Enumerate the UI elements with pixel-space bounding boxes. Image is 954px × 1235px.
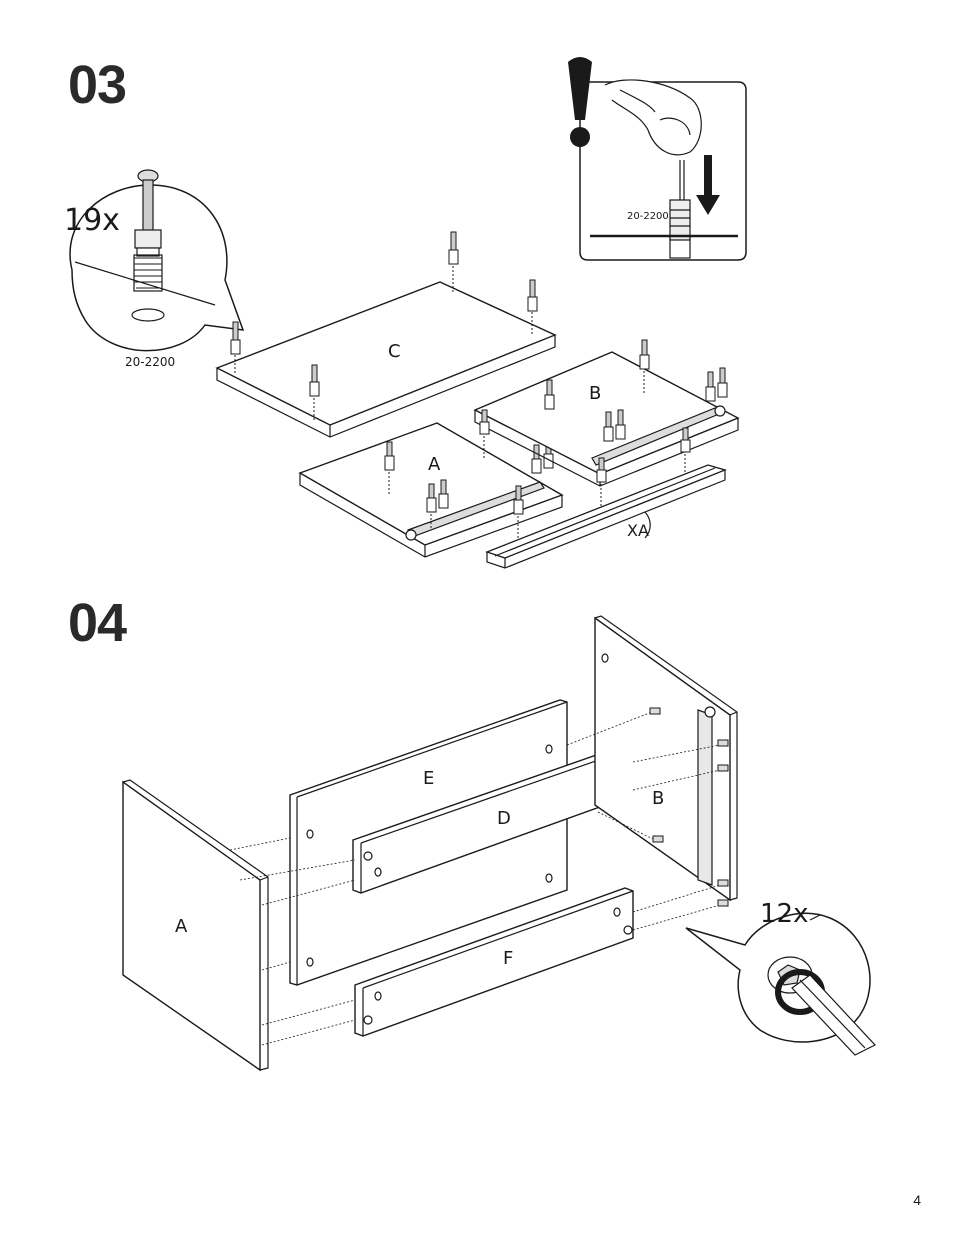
- panel-a-03-label: A: [428, 454, 441, 475]
- panel-b-04: B: [595, 616, 737, 900]
- panel-a-04-label: A: [175, 916, 188, 937]
- panel-e-label: E: [423, 768, 434, 789]
- dowel-part-code: 20-2200: [125, 355, 175, 369]
- panel-b-04-label: B: [652, 788, 664, 809]
- rail-xa-label: XA: [627, 521, 649, 540]
- panel-d-label: D: [497, 808, 511, 829]
- finger-icon: [605, 80, 701, 155]
- cam-lock-quantity: 12x: [760, 899, 808, 929]
- exclamation-icon: [568, 57, 592, 147]
- panel-f-label: F: [503, 948, 513, 969]
- dowel-icon: [134, 170, 162, 291]
- warning-box: 20-2200: [568, 57, 746, 260]
- page-number: 4: [913, 1192, 921, 1208]
- panel-a-04: A: [123, 780, 268, 1070]
- dowel-quantity: 19x: [64, 203, 120, 238]
- cam-lock-callout: 12x: [686, 899, 875, 1055]
- panel-c-label: C: [388, 341, 401, 362]
- warning-part-code: 20-2200: [627, 211, 669, 222]
- dowel-callout: 19x 20-2200: [64, 170, 243, 369]
- arrow-down-icon: [696, 155, 720, 215]
- panel-b-03-label: B: [589, 383, 601, 404]
